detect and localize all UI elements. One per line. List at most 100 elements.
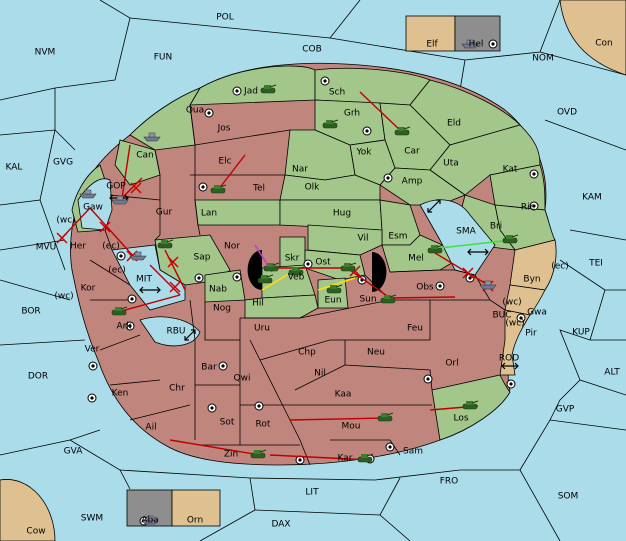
support-line-2 (317, 277, 356, 291)
label-olk: Olk (305, 183, 321, 193)
fleet-unit[interactable] (461, 39, 479, 49)
label-ec3: (ec) (108, 266, 126, 276)
label-neu: Neu (367, 348, 385, 358)
supply-center-dot (119, 254, 123, 258)
label-lit: LIT (305, 488, 319, 498)
region-orn[interactable] (171, 489, 221, 527)
sea-mit[interactable] (111, 244, 186, 311)
army-unit[interactable] (340, 262, 357, 272)
label-sch: Sch (329, 88, 345, 98)
supply-center-dot (426, 377, 430, 381)
region-vil[interactable] (307, 224, 383, 256)
army-unit[interactable] (380, 294, 397, 304)
region-pir[interactable] (499, 309, 531, 376)
supply-center-dot (207, 111, 211, 115)
supply-center-dot (91, 364, 95, 368)
green-regions (71, 65, 556, 441)
army-unit[interactable] (263, 262, 280, 272)
army-unit[interactable] (250, 449, 267, 459)
label-ost: Ost (315, 258, 331, 268)
label-gur: Gur (156, 208, 173, 218)
supply-center-dot (388, 445, 392, 449)
label-amp: Amp (402, 177, 423, 187)
label-veb: Veb (288, 273, 305, 283)
supply-center-dot (306, 262, 310, 266)
label-wc3: (wc) (502, 298, 521, 308)
label-chr: Chr (169, 384, 185, 394)
army-unit[interactable] (394, 126, 411, 136)
label-swm: SWM (81, 514, 103, 524)
supply-center-dot (235, 89, 239, 93)
army-unit[interactable] (257, 274, 274, 284)
inner-seas (77, 178, 496, 347)
fleet-unit[interactable] (141, 515, 159, 525)
army-unit[interactable] (210, 184, 227, 194)
supply-center-dot (519, 316, 523, 320)
fleet-unit[interactable] (111, 195, 129, 205)
label-gva: GVA (64, 447, 84, 457)
label-con: Con (595, 39, 613, 49)
label-ail: Ail (145, 423, 156, 433)
label-ec1: (ec) (102, 242, 120, 252)
label-wc2: (wc) (54, 292, 73, 302)
label-mvu: MVU (36, 243, 57, 253)
dislodge-marker-right (372, 252, 387, 292)
label-kam: KAM (582, 193, 602, 203)
label-nom: NOM (532, 54, 554, 64)
supply-center-dot (201, 185, 205, 189)
label-gvp: GVP (556, 405, 575, 415)
army-unit[interactable] (260, 84, 277, 94)
label-orl: Orl (445, 359, 458, 369)
label-yok: Yok (355, 148, 372, 158)
supply-center-dot (221, 364, 225, 368)
army-unit[interactable] (322, 119, 339, 129)
label-hel: Hel (469, 40, 484, 50)
label-wc1: (wc) (56, 216, 75, 226)
label-kaa: Kaa (335, 390, 352, 400)
region-hug[interactable] (279, 199, 383, 231)
label-gvg: GVG (53, 158, 73, 168)
label-kat: Kat (503, 165, 518, 175)
label-pir: Pir (525, 329, 537, 339)
label-lan: Lan (201, 209, 217, 219)
army-unit[interactable] (157, 239, 174, 249)
supply-center-dot (509, 382, 513, 386)
fleet-unit[interactable] (129, 251, 147, 261)
label-vil: Vil (358, 234, 369, 244)
army-unit[interactable] (288, 266, 305, 276)
army-unit[interactable] (462, 400, 479, 410)
fleet-unit[interactable] (479, 280, 497, 290)
region-uta[interactable] (429, 124, 541, 196)
region-elf[interactable] (405, 15, 456, 52)
fleet-unit[interactable] (143, 132, 161, 142)
army-unit[interactable] (427, 244, 444, 254)
label-obs: Obs (416, 283, 434, 293)
army-unit[interactable] (502, 234, 519, 244)
label-eld: Eld (447, 119, 461, 129)
supply-center-dot (438, 284, 442, 288)
label-som: SOM (558, 492, 579, 502)
label-bri: Bri (490, 222, 502, 232)
label-ec2: (ec) (551, 262, 569, 272)
label-qua: Qua (186, 106, 204, 116)
fleet-unit[interactable] (79, 189, 97, 199)
supply-center-dot (90, 396, 94, 400)
failed-order-mark (167, 256, 179, 268)
label-kal: KAL (6, 163, 23, 173)
orders (59, 91, 489, 461)
army-unit[interactable] (357, 453, 374, 463)
army-unit[interactable] (111, 306, 128, 316)
supply-centers (87, 39, 539, 526)
army-unit[interactable] (377, 412, 394, 422)
label-can: Can (136, 151, 154, 161)
label-feu: Feu (407, 324, 423, 334)
label-fun: FUN (154, 53, 173, 63)
label-sma: SMA (456, 227, 476, 237)
army-unit[interactable] (326, 284, 343, 294)
label-pol: POL (216, 13, 234, 23)
label-orn: Orn (187, 516, 203, 526)
label-grh: Grh (344, 109, 360, 119)
label-los: Los (453, 414, 468, 424)
